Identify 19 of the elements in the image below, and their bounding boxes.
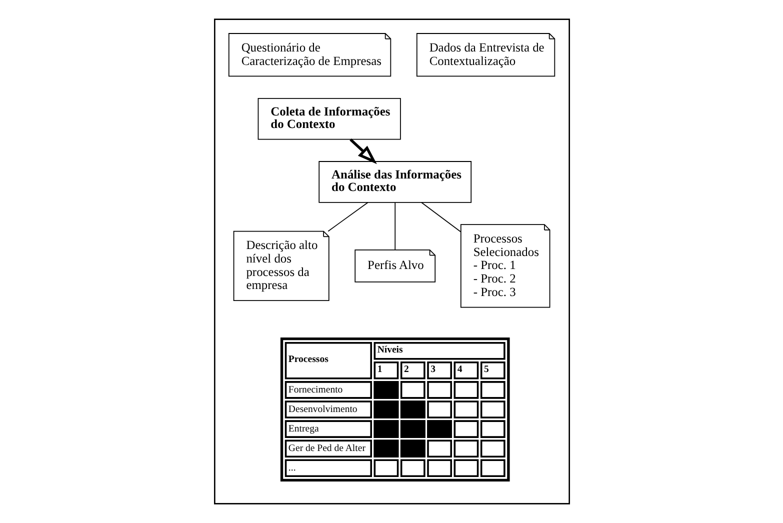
label: Entrega <box>288 424 318 435</box>
label: ... <box>288 462 296 474</box>
arrow <box>349 138 376 164</box>
cluster <box>214 18 570 504</box>
connector <box>327 202 368 232</box>
label: 4 <box>456 364 462 375</box>
label: Fornecimento <box>288 384 342 396</box>
node-box: Coleta de Informações do Contexto <box>257 98 400 140</box>
node-box: Análise das Informações do Contexto <box>318 161 472 203</box>
connector <box>420 202 461 232</box>
label: Níveis <box>376 344 402 356</box>
label: Ger de Ped de Alter <box>288 443 365 454</box>
label: 2 <box>404 364 408 375</box>
label: 1 <box>376 364 382 375</box>
label: 3 <box>430 364 436 375</box>
label: 5 <box>484 364 488 375</box>
label: Desenvolvimento <box>288 404 357 415</box>
connector <box>394 202 396 250</box>
label: Processos <box>288 354 328 366</box>
